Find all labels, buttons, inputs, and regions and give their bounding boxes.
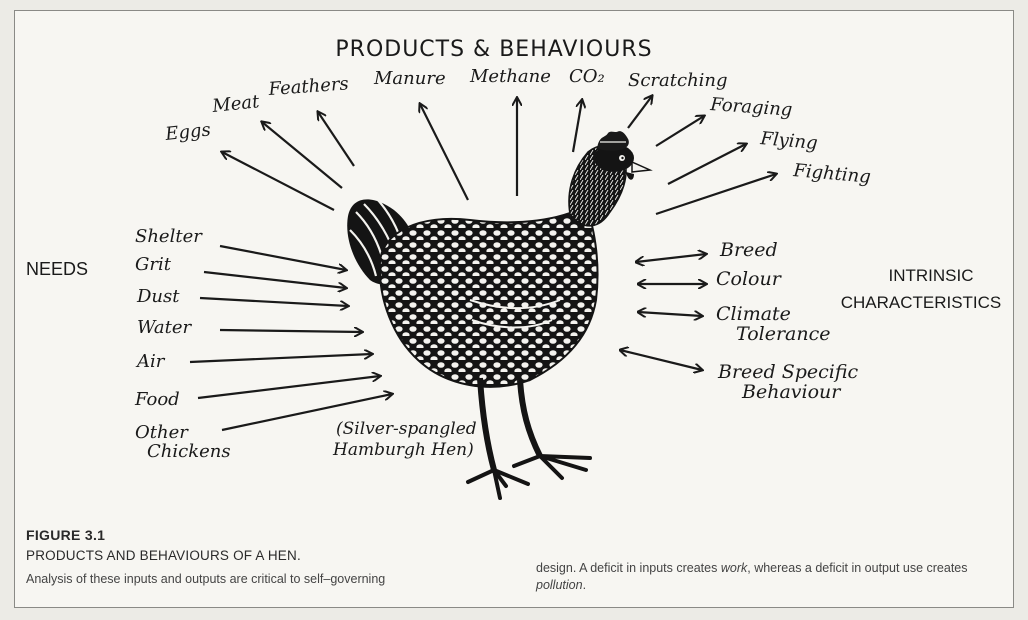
intrinsic-label-breed-specific: Breed Specific [717,361,859,383]
arrow-manure [420,104,468,200]
hen-leg-left [480,378,494,470]
needs-heading: NEEDS [26,259,88,279]
product-label-co2: CO₂ [569,66,605,87]
hen-label-line2: Hamburgh Hen) [332,440,474,460]
arrow-grit [204,272,346,288]
arrow-air [190,354,372,362]
product-label-eggs: Eggs [163,119,211,145]
arrow-scratching [628,96,652,128]
hen-label-line1: (Silver-spangled [336,419,477,439]
arrow-breed [636,254,706,262]
arrow-climate [638,312,702,316]
intrinsic-heading-line1: INTRINSIC [889,266,974,285]
caption-emphasis-pollution: pollution [536,578,583,592]
hen-leg-right [520,380,540,456]
intrinsic-label-colour: Colour [716,268,783,290]
intrinsic-label-breed: Breed [719,239,778,261]
need-label-shelter: Shelter [135,226,203,247]
figure-text-column-2: design. A deficit in inputs creates work… [536,560,1006,594]
hen-beak [632,162,650,172]
need-label-dust: Dust [136,286,180,307]
intrinsic-label-climate: Climate [716,303,791,325]
hen-foot-right [514,456,590,478]
intrinsic-heading-line2: CHARACTERISTICS [841,293,1002,312]
intrinsic-label-tolerance: Tolerance [736,323,831,345]
arrow-shelter [220,246,346,270]
arrow-dust [200,298,348,306]
needs-arrows [190,246,392,430]
hen-comb [598,132,628,150]
caption-emphasis-work: work [721,561,747,575]
caption-text-part: design. A deficit in inputs creates [536,561,721,575]
figure-title: PRODUCTS AND BEHAVIOURS OF A HEN. [26,548,301,563]
product-label-methane: Methane [469,66,551,87]
product-label-manure: Manure [373,68,446,89]
need-label-air: Air [135,351,166,372]
product-label-scratching: Scratching [628,70,728,91]
product-label-flying: Flying [759,128,819,154]
product-label-feathers: Feathers [267,73,349,100]
arrow-co2 [573,100,582,152]
need-label-water: Water [137,317,193,338]
intrinsic-label-behaviour: Behaviour [741,381,842,403]
figure-number: FIGURE 3.1 [26,527,105,543]
arrow-breed-specific [620,350,702,370]
product-label-foraging: Foraging [709,94,793,121]
arrow-feathers [318,112,354,166]
intrinsic-arrows [620,254,706,370]
need-label-other: Other [135,422,189,443]
arrow-flying [668,144,746,184]
caption-text-part: . [583,578,586,592]
product-arrows [222,96,776,214]
product-label-meat: Meat [210,91,261,117]
figure-text-column-1: Analysis of these inputs and outputs are… [26,572,385,586]
arrow-water [220,330,362,332]
product-label-fighting: Fighting [792,160,872,188]
arrow-food [198,376,380,398]
caption-text-part: , whereas a deficit in output use create… [747,561,967,575]
need-label-food: Food [134,389,180,410]
hen-foot-left [468,470,528,498]
arrow-eggs [222,152,334,210]
hen-body [380,206,598,387]
need-label-chickens: Chickens [147,441,231,462]
diagram-title: PRODUCTS & BEHAVIOURS [335,37,652,62]
need-label-grit: Grit [135,254,172,275]
arrow-foraging [656,116,704,146]
